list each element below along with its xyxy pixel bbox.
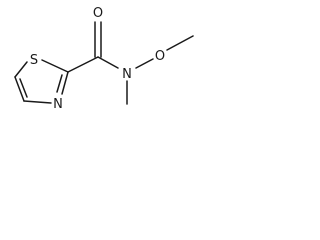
bond-o-methyl [166,35,194,51]
bond-c4-n3 [23,100,52,104]
bond-s-c5 [14,61,28,78]
bond-c2-carbonyl [67,56,99,73]
bond-n-o [135,58,154,69]
atom-label-amide-nitrogen: N [122,67,132,82]
chemical-structure: S N O N O [14,6,194,112]
atom-label-ring-nitrogen: N [53,97,63,112]
bond-carbonyl-n [97,56,119,69]
atom-label-carbonyl-oxygen: O [93,6,103,21]
bond-c5-c4 [14,76,25,102]
atom-label-methoxy-oxygen: O [155,49,165,64]
bond-c5-c4-inner [19,78,28,98]
bond-n3-c2 [61,71,69,95]
bond-c2-s [41,59,69,73]
amide-chain [67,21,194,105]
thiazole-ring [14,59,69,104]
bond-n3-c2-inner [56,74,63,93]
atom-label-sulfur: S [30,53,38,68]
